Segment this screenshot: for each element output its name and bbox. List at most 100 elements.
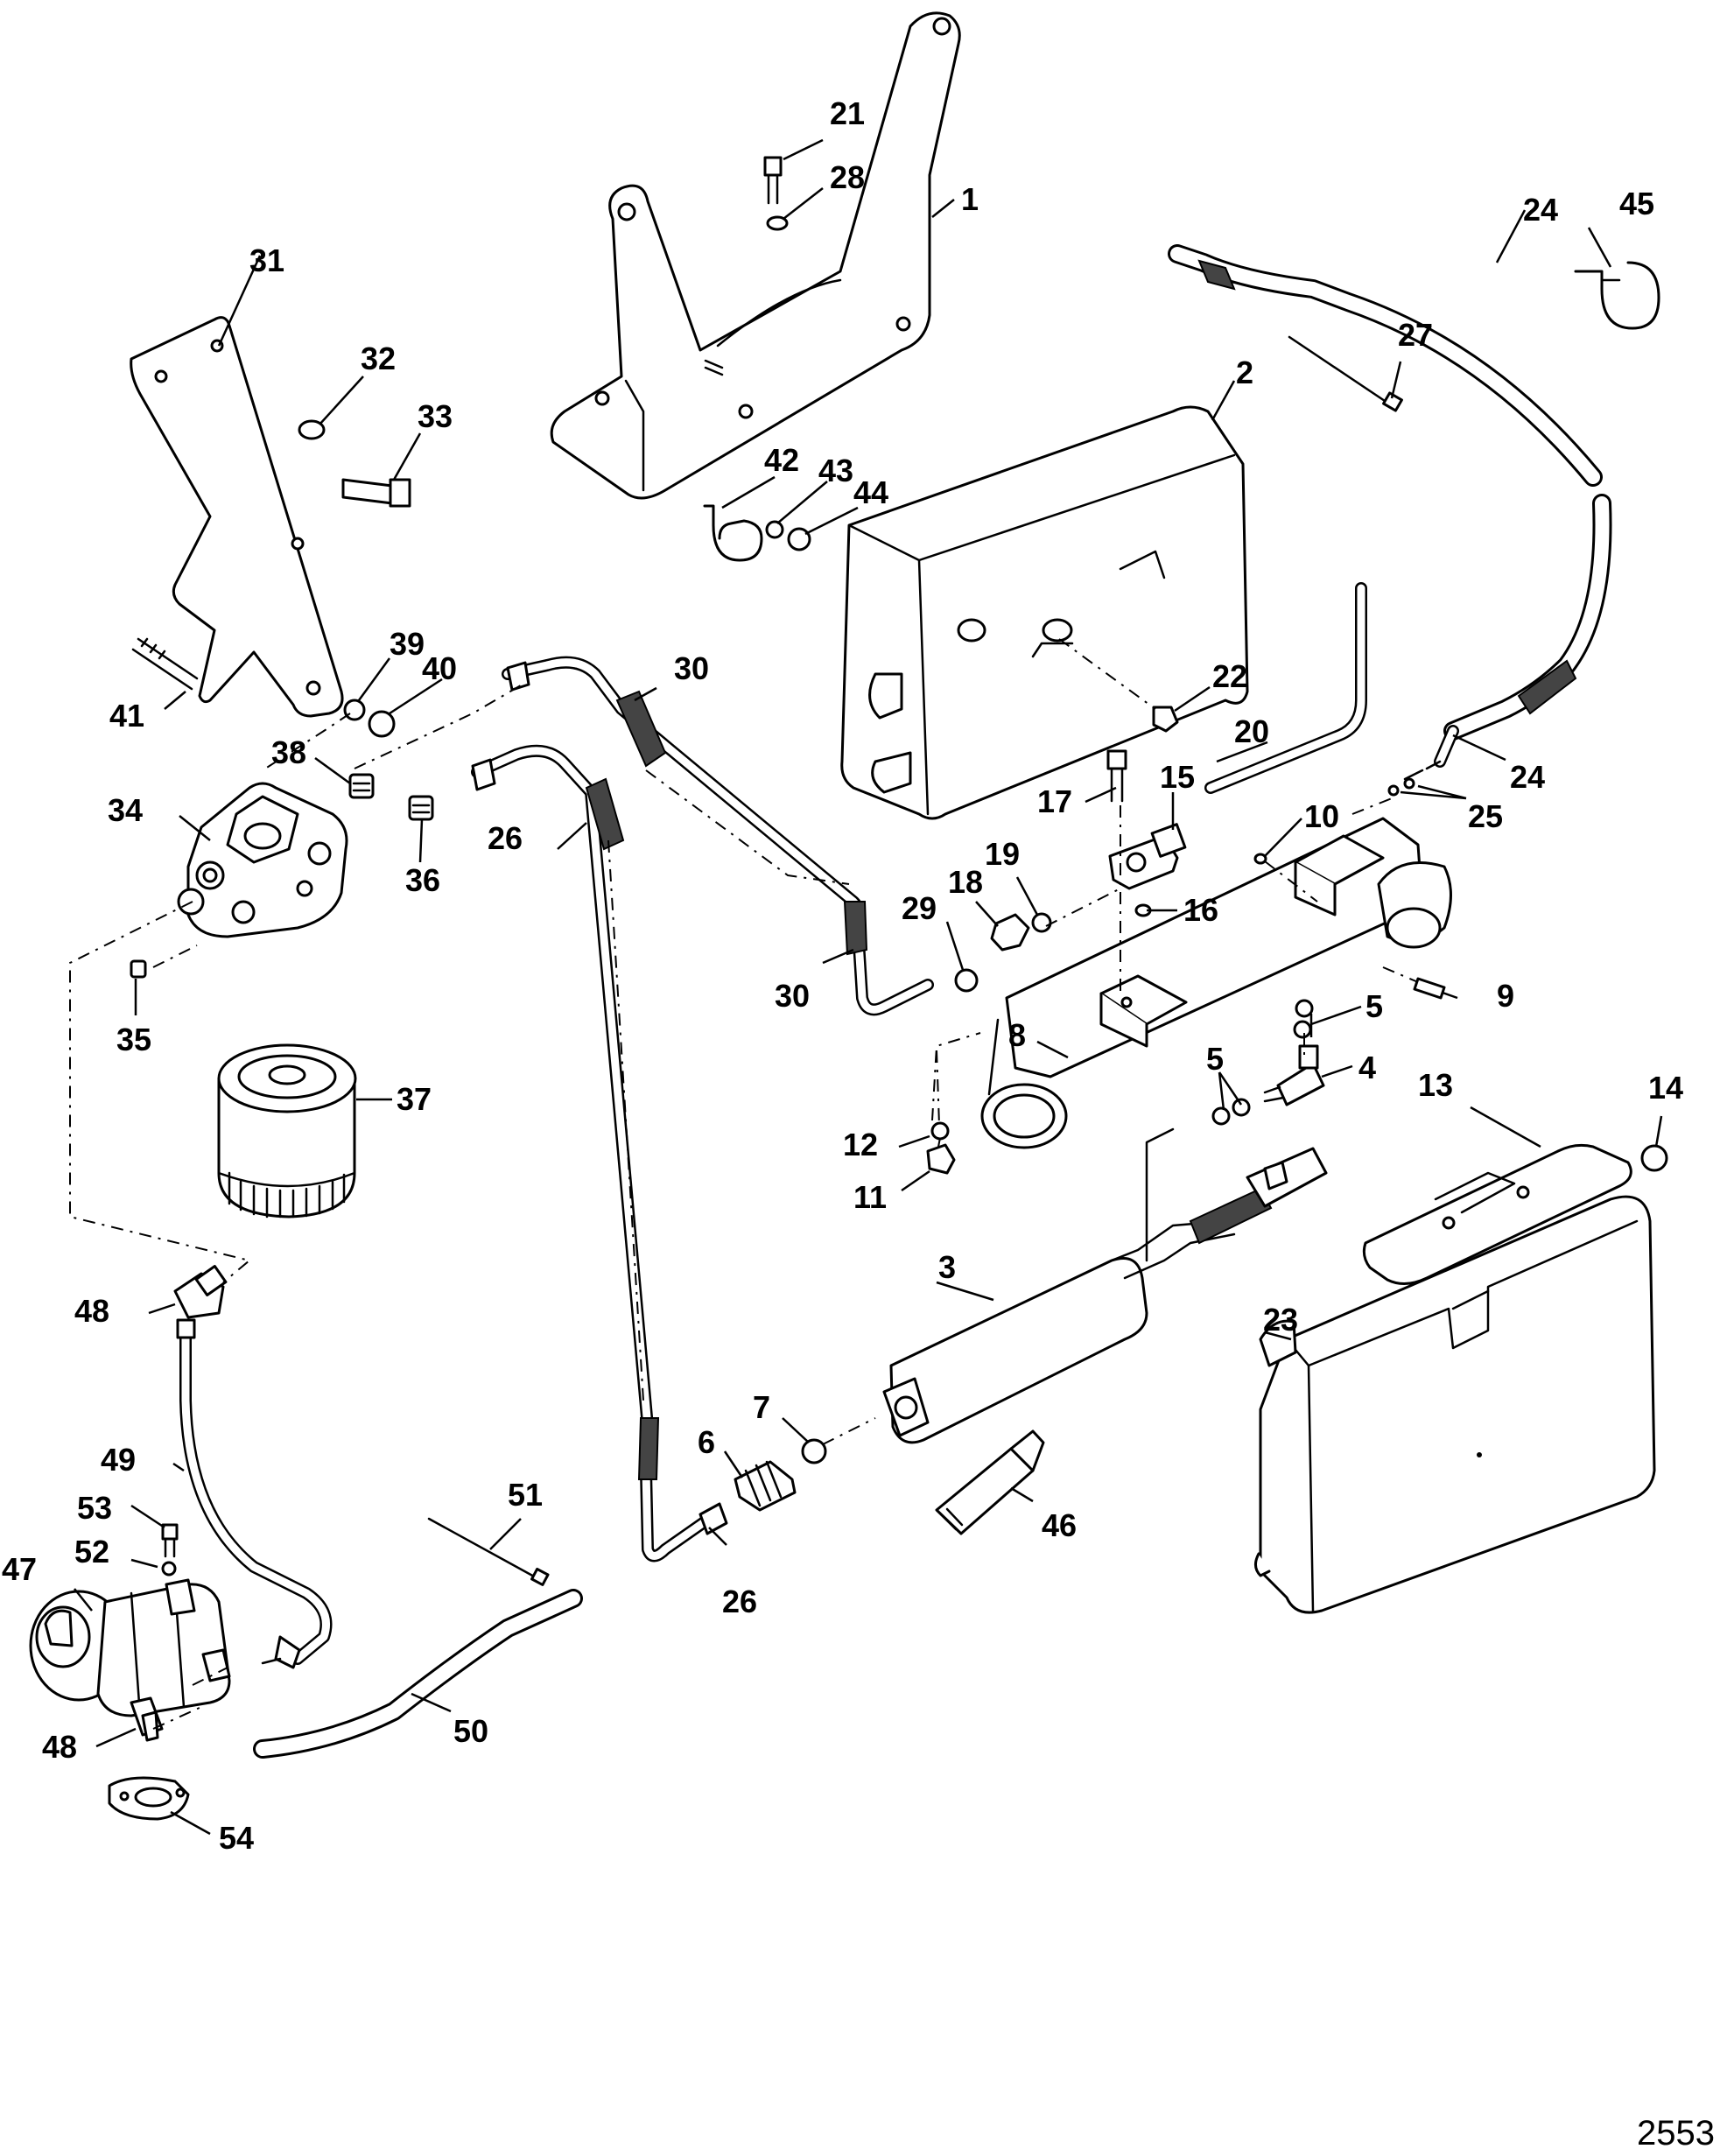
callout-12: 12	[843, 1127, 878, 1162]
callout-49: 49	[101, 1442, 136, 1478]
fitting-18	[990, 913, 1030, 952]
fuel-filter-37	[217, 1043, 357, 1218]
callout-3: 3	[938, 1249, 956, 1285]
mounting-bracket	[550, 11, 961, 500]
cable-tie-27-head	[1382, 391, 1403, 412]
callout-10: 10	[1304, 798, 1339, 834]
callout-53: 53	[77, 1490, 112, 1526]
fuel-cooler-8	[980, 817, 1452, 1149]
washer-32	[298, 419, 326, 440]
elbow-48-top	[173, 1265, 228, 1319]
callout-30a: 30	[674, 650, 709, 686]
clamp-42	[703, 504, 763, 562]
callout-47: 47	[2, 1551, 37, 1587]
callout-51: 51	[508, 1477, 543, 1513]
assembly-line	[152, 1706, 202, 1730]
nut-44	[787, 527, 811, 551]
callout-8: 8	[1008, 1017, 1026, 1053]
callout-54: 54	[219, 1820, 254, 1856]
callout-24a: 24	[1523, 192, 1558, 228]
seal-5d	[1232, 1098, 1251, 1117]
callout-23: 23	[1263, 1302, 1298, 1338]
seal-29	[954, 968, 979, 993]
assembly-line	[931, 1032, 981, 1121]
nut-14	[1640, 1144, 1668, 1172]
callout-28: 28	[830, 159, 865, 195]
callout-48b: 48	[42, 1729, 77, 1765]
callout-52: 52	[74, 1534, 109, 1570]
assembly-line	[1382, 966, 1419, 983]
stud-41	[131, 637, 199, 691]
callout-27: 27	[1398, 317, 1433, 353]
callout-48a: 48	[74, 1293, 109, 1329]
callout-40: 40	[422, 650, 457, 686]
fuel-tube-49	[176, 1318, 333, 1669]
callout-22: 22	[1212, 658, 1247, 694]
callout-9: 9	[1497, 978, 1514, 1014]
bolt-33	[341, 478, 411, 508]
callout-26b: 26	[722, 1584, 757, 1619]
seal-10	[1253, 853, 1267, 865]
bolt-21	[763, 156, 783, 205]
callout-11: 11	[853, 1179, 887, 1215]
fuel-hose-24	[1168, 244, 1612, 781]
washer-7	[801, 1438, 827, 1464]
fuel-pump-3	[882, 1127, 1328, 1444]
callout-29: 29	[902, 890, 937, 926]
callout-20: 20	[1234, 713, 1269, 749]
callout-6: 6	[698, 1424, 715, 1460]
assembly-line	[1264, 860, 1318, 902]
callout-5a: 5	[1365, 988, 1383, 1024]
assembly-line	[1058, 638, 1156, 710]
callout-16: 16	[1183, 892, 1218, 928]
filter-bracket	[130, 316, 344, 718]
assembly-line	[936, 1050, 940, 1126]
callout-18: 18	[948, 864, 983, 900]
washer-52	[161, 1561, 177, 1577]
filter-head-34	[177, 782, 348, 938]
bracket-13	[1362, 1143, 1632, 1285]
callout-50: 50	[453, 1713, 488, 1749]
assembly-line	[607, 839, 644, 1401]
callout-31: 31	[249, 242, 284, 278]
callout-44: 44	[853, 474, 888, 510]
washer-43	[765, 520, 784, 539]
callout-33: 33	[418, 398, 453, 434]
callout-1: 1	[961, 181, 979, 217]
clamp-45	[1574, 261, 1660, 330]
cable-tie-51	[427, 1517, 537, 1579]
seal-25b	[1387, 784, 1400, 797]
plug-36	[408, 795, 434, 821]
callout-24b: 24	[1510, 759, 1545, 795]
callout-37: 37	[397, 1081, 432, 1117]
assembly-line	[69, 901, 252, 1283]
fitting-6	[734, 1460, 797, 1512]
callout-labels: 1 2 3 4 5 5 5 6 7 8 9 10 11 12 13 14 15 …	[2, 95, 1715, 2152]
washer-39	[343, 699, 366, 721]
seal-5a	[1295, 999, 1314, 1018]
gasket-54	[108, 1776, 190, 1821]
cable-tie-27	[1288, 335, 1389, 404]
assembly-line	[1351, 796, 1397, 815]
housing-23	[1254, 1195, 1656, 1614]
nut-40	[368, 710, 396, 738]
sealant-tube-46	[935, 1429, 1045, 1535]
callout-5b: 5	[1206, 1041, 1224, 1077]
screw-53	[161, 1523, 179, 1558]
callout-36: 36	[405, 862, 440, 898]
fuel-line-30	[502, 656, 934, 1016]
callout-42: 42	[764, 442, 799, 478]
callout-39: 39	[390, 626, 425, 662]
assembly-line	[1045, 888, 1121, 927]
assembly-line	[645, 769, 850, 885]
fuel-line-26	[471, 744, 728, 1563]
callout-41: 41	[109, 698, 144, 734]
screw-9	[1413, 977, 1446, 1000]
plug-38	[348, 773, 375, 799]
valve-15	[1108, 823, 1187, 890]
assembly-line	[152, 945, 198, 968]
callout-45: 45	[1619, 186, 1654, 221]
screw-22	[1152, 706, 1179, 733]
callout-15: 15	[1160, 759, 1195, 795]
